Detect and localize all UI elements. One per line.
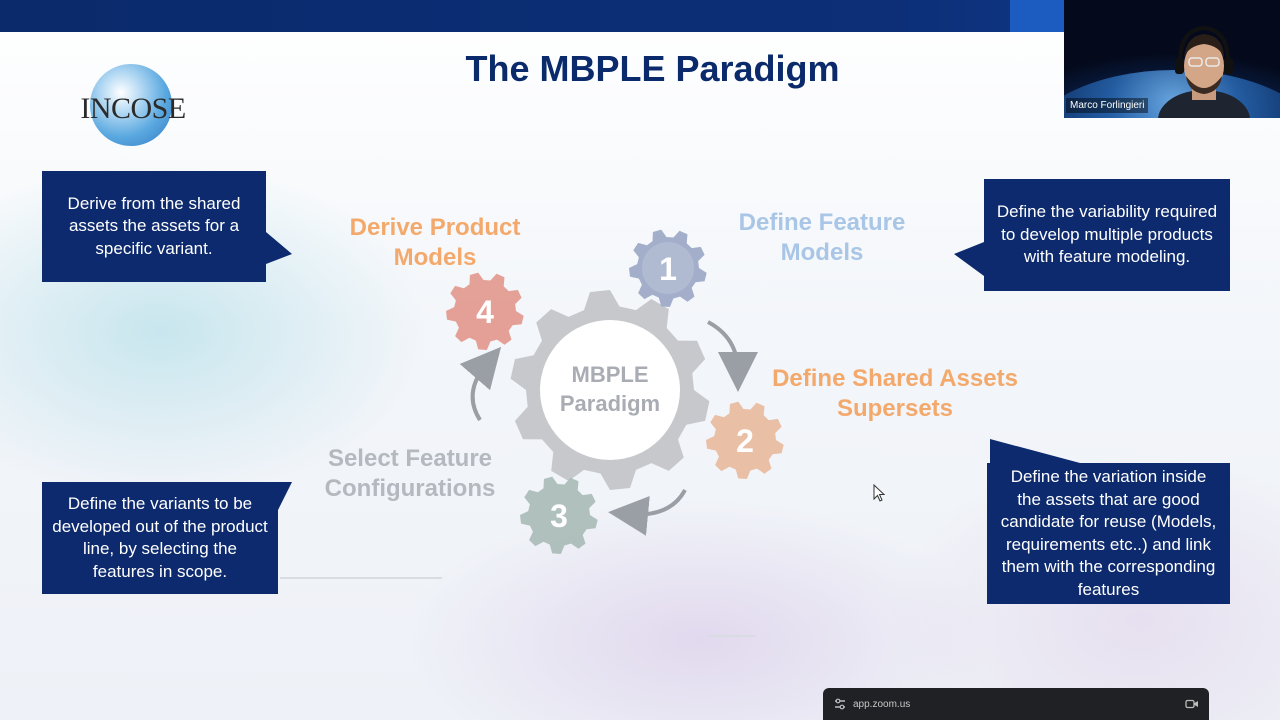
participant-video-tile[interactable]: Marco Forlingieri [1064, 0, 1280, 118]
arrow-1-to-2 [707, 320, 758, 392]
center-label: MBPLE Paradigm [559, 362, 661, 416]
callout-derive: Derive from the shared assets the assets… [42, 171, 266, 282]
arrow-2-to-3 [608, 488, 687, 536]
mouse-cursor-icon [873, 484, 886, 502]
gear-step-3: 3 [520, 476, 598, 554]
step-number-2: 2 [736, 423, 754, 459]
callout-select-variants: Define the variants to be developed out … [42, 482, 278, 594]
callout-define-variation-tail [990, 439, 1080, 463]
globe-icon [90, 64, 172, 146]
gear-step-4: 4 [446, 272, 524, 350]
logo-text: INCOSE [80, 92, 186, 125]
step-number-4: 4 [476, 294, 494, 330]
camera-icon[interactable] [1185, 699, 1199, 709]
browser-url-bar[interactable]: app.zoom.us [823, 688, 1209, 720]
callout-select-variants-tail [278, 482, 292, 510]
arrow-3-to-4 [459, 346, 502, 422]
incose-logo: INCOSE [62, 62, 202, 152]
step-label-1: Define Feature Models [738, 209, 906, 266]
callout-derive-tail [266, 232, 292, 264]
center-gear [510, 290, 710, 490]
gear-step-1: 1 [629, 229, 707, 307]
step-number-1: 1 [659, 251, 677, 287]
step-label-2: Define Shared Assets Supersets [772, 365, 1018, 422]
step-label-4: Derive Product Models [349, 214, 521, 271]
gear-step-2: 2 [706, 401, 784, 479]
url-text[interactable]: app.zoom.us [853, 698, 911, 710]
slide-title: The MBPLE Paradigm [465, 48, 840, 89]
callout-define-variability-tail [954, 242, 984, 276]
slide-header-accent [1010, 0, 1070, 32]
step-number-3: 3 [550, 498, 568, 534]
step-label-3: Select Feature Configurations [324, 445, 496, 502]
participant-video-icon [1158, 25, 1250, 118]
callout-define-variability: Define the variability required to devel… [984, 179, 1230, 291]
participant-name: Marco Forlingieri [1066, 98, 1149, 113]
site-settings-icon[interactable] [833, 697, 847, 711]
callout-define-variation: Define the variation inside the assets t… [987, 463, 1230, 604]
